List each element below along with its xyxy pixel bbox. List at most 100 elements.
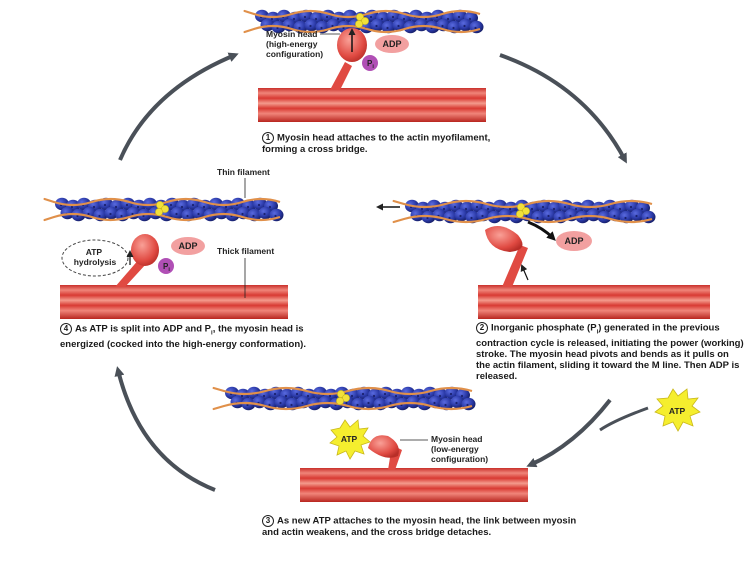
actin-bead-dot	[290, 403, 293, 407]
actin-bead-dot	[125, 203, 129, 207]
pi-label: Pi	[367, 59, 374, 70]
actin-bead-dot	[202, 205, 206, 209]
actin-bead	[304, 18, 319, 32]
actin-bead-dot	[268, 205, 272, 209]
thin-filament-label: Thin filament	[217, 167, 270, 177]
actin-bead-dot	[303, 15, 307, 19]
actin-bead-dot	[420, 207, 424, 211]
actin-bead	[410, 208, 425, 222]
pi-label: Pi	[163, 262, 170, 273]
actin-bead-dot	[558, 216, 561, 220]
actin-bead-dot	[459, 214, 462, 218]
myosin-neck	[502, 245, 528, 287]
actin-bead-dot	[481, 214, 484, 218]
actin-bead-dot	[629, 205, 633, 209]
actin-bead-dot	[320, 26, 323, 30]
actin-bead-dot	[424, 17, 428, 21]
troponin	[516, 210, 524, 218]
actin-bead-dot	[474, 26, 477, 30]
actin-bead-dot	[386, 26, 389, 30]
atp-label: ATP	[341, 434, 358, 444]
thick-filament-label: Thick filament	[217, 246, 274, 256]
actin-bead-dot	[350, 394, 354, 398]
actin-bead-dot	[618, 207, 622, 211]
tropomyosin-strand	[392, 214, 653, 224]
actin-bead-dot	[295, 392, 299, 396]
actin-bead-dot	[383, 392, 387, 396]
thin-filament	[392, 199, 656, 224]
actin-bead-dot	[309, 24, 312, 28]
actin-bead-dot	[274, 214, 277, 218]
actin-bead-dot	[136, 205, 140, 209]
actin-bead-dot	[292, 17, 296, 21]
actin-bead-dot	[468, 17, 472, 21]
step-3-text: As new ATP attaches to the myosin head, …	[262, 515, 577, 538]
actin-bead	[170, 206, 185, 220]
actin-bead-dot	[613, 214, 616, 218]
troponin	[336, 397, 344, 405]
actin-bead-dot	[240, 394, 244, 398]
actin-bead-dot	[416, 394, 420, 398]
myosin-head	[131, 234, 159, 266]
step-4-number: 4	[60, 323, 72, 335]
step-4-text-post: , the myosin head is energized (cocked i…	[60, 323, 306, 351]
actin-bead-dot	[569, 214, 572, 218]
actin-bead-dot	[455, 401, 458, 405]
actin-bead-dot	[336, 17, 340, 21]
actin-bead-dot	[624, 216, 627, 220]
actin-bead-dot	[328, 394, 332, 398]
actin-bead-dot	[301, 401, 304, 405]
actin-bead-dot	[525, 214, 528, 218]
actin-bead-dot	[402, 17, 406, 21]
actin-bead	[392, 18, 407, 32]
actin-bead-dot	[530, 207, 534, 211]
actin-bead-dot	[109, 212, 112, 216]
actin-bead-dot	[180, 205, 184, 209]
panel-step-1: ADP Pi Myosin head (high-energy configur…	[243, 9, 486, 122]
actin-bead-dot	[246, 205, 250, 209]
actin-bead-dot	[287, 24, 290, 28]
actin-bead-dot	[252, 214, 255, 218]
actin-bead-dot	[284, 394, 288, 398]
adp-label: ADP	[564, 236, 583, 246]
myosin-head	[368, 435, 399, 458]
actin-bead-dot	[103, 203, 107, 207]
actin-bead-dot	[361, 392, 365, 396]
actin-bead-dot	[486, 207, 490, 211]
actin-bead	[630, 208, 645, 222]
adp-label: ADP	[382, 39, 401, 49]
pi-molecule	[362, 55, 378, 71]
actin-bead-dot	[574, 207, 578, 211]
actin-bead-dot	[442, 207, 446, 211]
actin-bead-dot	[552, 207, 556, 211]
myosin-neck	[115, 258, 146, 287]
step-2-text-post: ) generated in the previous contraction …	[476, 322, 744, 383]
actin-bead	[608, 208, 623, 222]
actin-bead-dot	[246, 403, 249, 407]
tropomyosin-strand	[392, 199, 653, 209]
tropomyosin-strand	[243, 24, 481, 34]
actin-bead-dot	[342, 26, 345, 30]
actin-bead-dot	[276, 26, 279, 30]
actin-bead-dot	[449, 392, 453, 396]
actin-bead	[439, 397, 454, 411]
cycle-arrows	[114, 52, 649, 492]
cycle-arrow-1-to-2	[499, 53, 627, 164]
actin-bead-dot	[92, 205, 96, 209]
actin-bead-dot	[114, 205, 118, 209]
actin-bead	[370, 18, 385, 32]
actin-bead-dot	[470, 216, 473, 220]
panel-step-2: ADP	[376, 199, 710, 319]
actin-bead-dot	[369, 15, 373, 19]
actin-bead-dot	[457, 15, 461, 19]
actin-bead-dot	[120, 214, 123, 218]
step-4-text-pre: As ATP is split into ADP and P	[75, 323, 212, 335]
actin-bead-dot	[475, 205, 479, 209]
panel-step-4: ADP Pi ATP hydrolysis Thin filament Thic…	[43, 167, 288, 319]
incoming-atp: ATP	[654, 388, 701, 432]
adp-molecule	[171, 237, 205, 255]
actin-bead	[542, 208, 557, 222]
pi-molecule	[158, 258, 174, 274]
